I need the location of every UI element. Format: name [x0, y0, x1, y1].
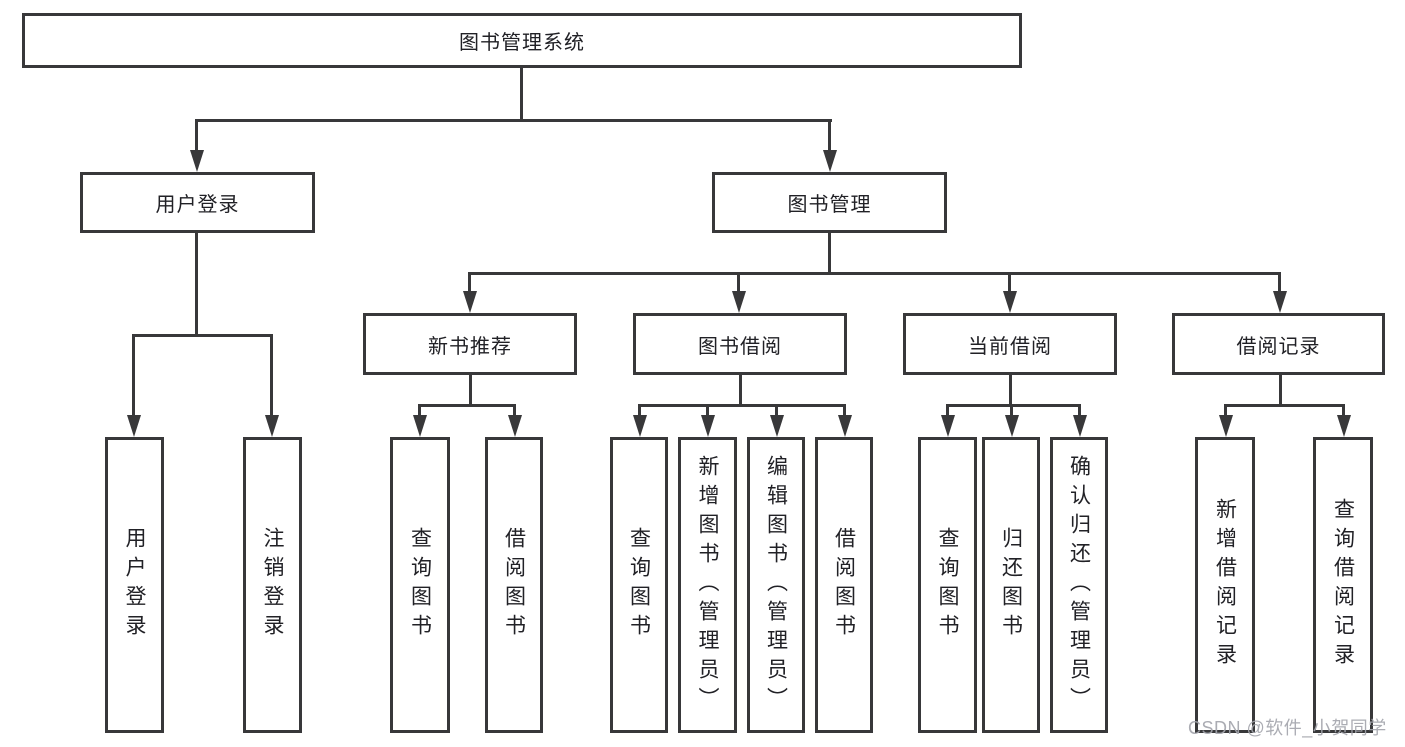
connector-line [638, 404, 846, 407]
leaf-borrow-books: 借阅图书 [815, 437, 873, 733]
leaf-query-books-label: 查询图书 [936, 527, 959, 643]
leaf-confirm-return-admin-label: 确认归还（管理员） [1067, 454, 1091, 716]
arrow-down-icon [1219, 415, 1233, 437]
node-book-management: 图书管理 [712, 172, 947, 233]
leaf-query-borrow-record: 查询借阅记录 [1313, 437, 1373, 733]
arrow-down-icon [1337, 415, 1351, 437]
connector-line [132, 334, 135, 417]
node-borrowing-records: 借阅记录 [1172, 313, 1385, 375]
leaf-borrow-books-label: 借阅图书 [502, 527, 526, 643]
connector-line [946, 404, 949, 416]
connector-line [513, 404, 516, 416]
leaf-logout: 注销登录 [243, 437, 302, 733]
connector-line [195, 119, 832, 122]
arrow-down-icon [265, 415, 279, 437]
arrow-down-icon [823, 150, 837, 172]
leaf-confirm-return-admin: 确认归还（管理员） [1050, 437, 1108, 733]
leaf-query-books-label: 查询图书 [408, 527, 432, 643]
leaf-return-books: 归还图书 [982, 437, 1040, 733]
arrow-down-icon [413, 415, 427, 437]
arrow-down-icon [463, 291, 477, 313]
connector-line [843, 404, 846, 416]
node-user-login: 用户登录 [80, 172, 315, 233]
connector-line [737, 272, 740, 293]
arrow-down-icon [732, 291, 746, 313]
leaf-query-books-label: 查询图书 [627, 527, 651, 643]
node-new-book-recommend-label: 新书推荐 [428, 335, 512, 358]
node-current-borrowing-label: 当前借阅 [968, 335, 1052, 358]
node-user-login-label: 用户登录 [155, 194, 240, 216]
node-book-borrowing-label: 图书借阅 [698, 335, 782, 358]
node-book-management-label: 图书管理 [787, 194, 872, 216]
arrow-down-icon [1003, 291, 1017, 313]
node-root-label: 图书管理系统 [459, 32, 585, 54]
connector-line [828, 119, 831, 152]
connector-line [520, 68, 523, 121]
leaf-add-borrow-record: 新增借阅记录 [1195, 437, 1255, 733]
connector-line [638, 404, 641, 416]
connector-line [469, 375, 472, 406]
leaf-logout-label: 注销登录 [261, 527, 284, 643]
arrow-down-icon [508, 415, 522, 437]
arrow-down-icon [1073, 415, 1087, 437]
leaf-query-books: 查询图书 [610, 437, 668, 733]
leaf-edit-books-admin: 编辑图书（管理员） [747, 437, 805, 733]
connector-line [828, 233, 831, 275]
connector-line [775, 404, 778, 416]
leaf-user-login: 用户登录 [105, 437, 164, 733]
leaf-borrow-books-label: 借阅图书 [832, 527, 856, 643]
connector-line [1009, 375, 1012, 406]
arrow-down-icon [701, 415, 715, 437]
connector-line [132, 334, 273, 337]
leaf-add-books-admin-label: 新增图书（管理员） [696, 454, 719, 716]
arrow-down-icon [1005, 415, 1019, 437]
node-new-book-recommend: 新书推荐 [363, 313, 577, 375]
leaf-add-books-admin: 新增图书（管理员） [678, 437, 737, 733]
arrow-down-icon [127, 415, 141, 437]
connector-line [270, 334, 273, 417]
arrow-down-icon [633, 415, 647, 437]
leaf-return-books-label: 归还图书 [999, 527, 1023, 643]
node-borrowing-records-label: 借阅记录 [1236, 335, 1321, 358]
arrow-down-icon [941, 415, 955, 437]
connector-line [1008, 272, 1011, 293]
node-book-borrowing: 图书借阅 [633, 313, 847, 375]
connector-line [1278, 272, 1281, 293]
arrow-down-icon [838, 415, 852, 437]
connector-line [418, 404, 421, 416]
connector-line [739, 375, 742, 406]
leaf-query-books: 查询图书 [918, 437, 977, 733]
arrow-down-icon [1273, 291, 1287, 313]
arrow-down-icon [190, 150, 204, 172]
node-root-system: 图书管理系统 [22, 13, 1022, 68]
csdn-watermark: CSDN @软件_小贺同学 [1188, 718, 1387, 738]
leaf-query-books: 查询图书 [390, 437, 450, 733]
connector-line [1279, 375, 1282, 406]
connector-line [195, 233, 198, 337]
connector-line [706, 404, 709, 416]
node-current-borrowing: 当前借阅 [903, 313, 1117, 375]
leaf-user-login-label: 用户登录 [123, 527, 146, 643]
connector-line [1342, 404, 1345, 416]
leaf-query-borrow-record-label: 查询借阅记录 [1331, 498, 1355, 672]
connector-line [1078, 404, 1081, 416]
connector-line [418, 404, 516, 407]
connector-line [1224, 404, 1345, 407]
connector-line [468, 272, 471, 293]
connector-line [468, 272, 1281, 275]
leaf-add-borrow-record-label: 新增借阅记录 [1213, 498, 1237, 672]
connector-line [1010, 404, 1013, 416]
connector-line [195, 119, 198, 152]
arrow-down-icon [770, 415, 784, 437]
leaf-edit-books-admin-label: 编辑图书（管理员） [764, 454, 788, 716]
connector-line [946, 404, 1081, 407]
connector-line [1224, 404, 1227, 416]
leaf-borrow-books: 借阅图书 [485, 437, 543, 733]
